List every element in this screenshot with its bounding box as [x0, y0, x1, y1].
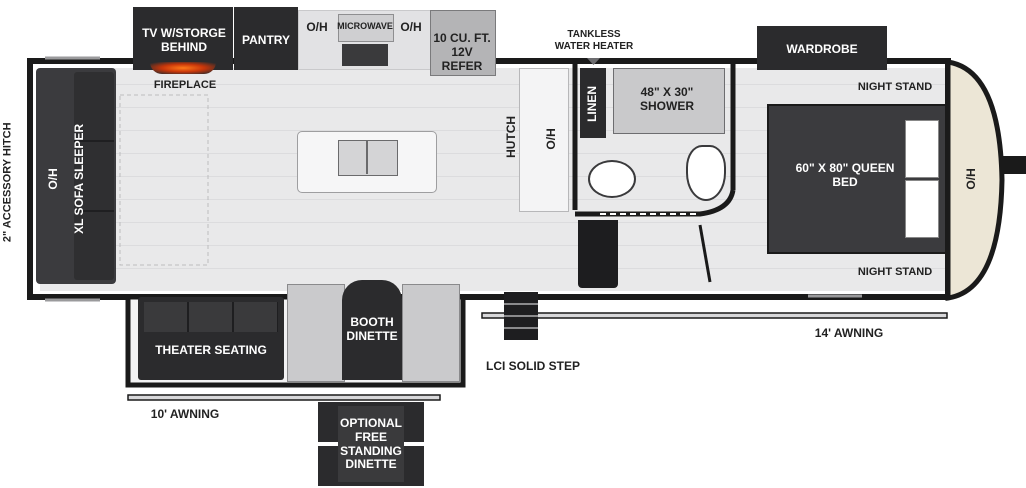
oh-right-label: O/H [400, 20, 422, 34]
oh-left-label: O/H [306, 20, 328, 34]
optional-dinette-label: OPTIONAL FREE STANDING DINETTE [340, 416, 402, 472]
rug-outline [119, 94, 209, 266]
pantry-cabinet [234, 7, 298, 70]
sink-icon [338, 140, 398, 176]
accessory-hitch-label: 2" ACCESSORY HITCH [1, 122, 14, 243]
wardrobe-label: WARDROBE [786, 42, 858, 56]
fireplace-label: FIREPLACE [153, 79, 217, 91]
theater-seat-dividers [144, 302, 278, 332]
sofa-oh-label: O/H [46, 168, 61, 190]
queen-bed-label: 60" X 80" QUEEN BED [795, 161, 895, 189]
cooktop-icon [342, 44, 388, 66]
front-oh-label: O/H [964, 168, 979, 190]
bedroom-step [578, 220, 618, 288]
kingpin [1000, 156, 1026, 174]
pantry-label: PANTRY [242, 33, 290, 47]
booth-bench-left [287, 284, 345, 382]
toilet-icon [588, 160, 636, 198]
sofa-label: XL SOFA SLEEPER [72, 123, 87, 234]
awning-10-label: 10' AWNING [150, 407, 220, 421]
hutch-label: HUTCH [504, 115, 519, 158]
sofa-cushions [74, 72, 114, 280]
optional-dinette-table [338, 406, 404, 482]
night-stand-bottom-label: NIGHT STAND [857, 266, 933, 278]
booth-label: BOOTH DINETTE [346, 315, 398, 343]
refrigerator [430, 10, 496, 76]
refer-label: 10 CU. FT. 12V REFER [433, 31, 491, 73]
bedroom-door [698, 224, 712, 283]
microwave-label: MICROWAVE [337, 21, 393, 31]
bath-sink-icon [686, 145, 726, 201]
awning-14-label: 14' AWNING [814, 326, 884, 340]
night-stand-top-label: NIGHT STAND [857, 81, 933, 93]
booth-table [342, 280, 402, 380]
linen-label: LINEN [585, 85, 600, 122]
shower-pan [613, 68, 725, 134]
shower-label: 48" x 30" SHOWER [640, 85, 694, 113]
step-label: LCI SOLID STEP [485, 359, 580, 373]
pillow-bottom [905, 180, 939, 238]
wardrobe-cabinet [757, 26, 887, 70]
hutch-oh-label: O/H [544, 128, 559, 150]
pillow-top [905, 120, 939, 178]
awning-10-bar [127, 394, 441, 401]
booth-bench-right [402, 284, 460, 382]
bath-wall-bottom [575, 189, 736, 217]
front-cap [945, 59, 1005, 301]
linen-cabinet [580, 68, 606, 138]
tv-storage-label: TV W/STORGE BEHIND [142, 26, 226, 54]
tankless-label: TANKLESS WATER HEATER [554, 29, 634, 52]
hutch-cabinet [519, 68, 569, 212]
fireplace-icon [150, 62, 216, 74]
theater-label: THEATER SEATING [155, 343, 267, 357]
sink-divider [366, 140, 368, 174]
awning-14-bar [481, 312, 948, 319]
tv-cabinet [133, 7, 233, 70]
microwave-box [338, 14, 394, 42]
